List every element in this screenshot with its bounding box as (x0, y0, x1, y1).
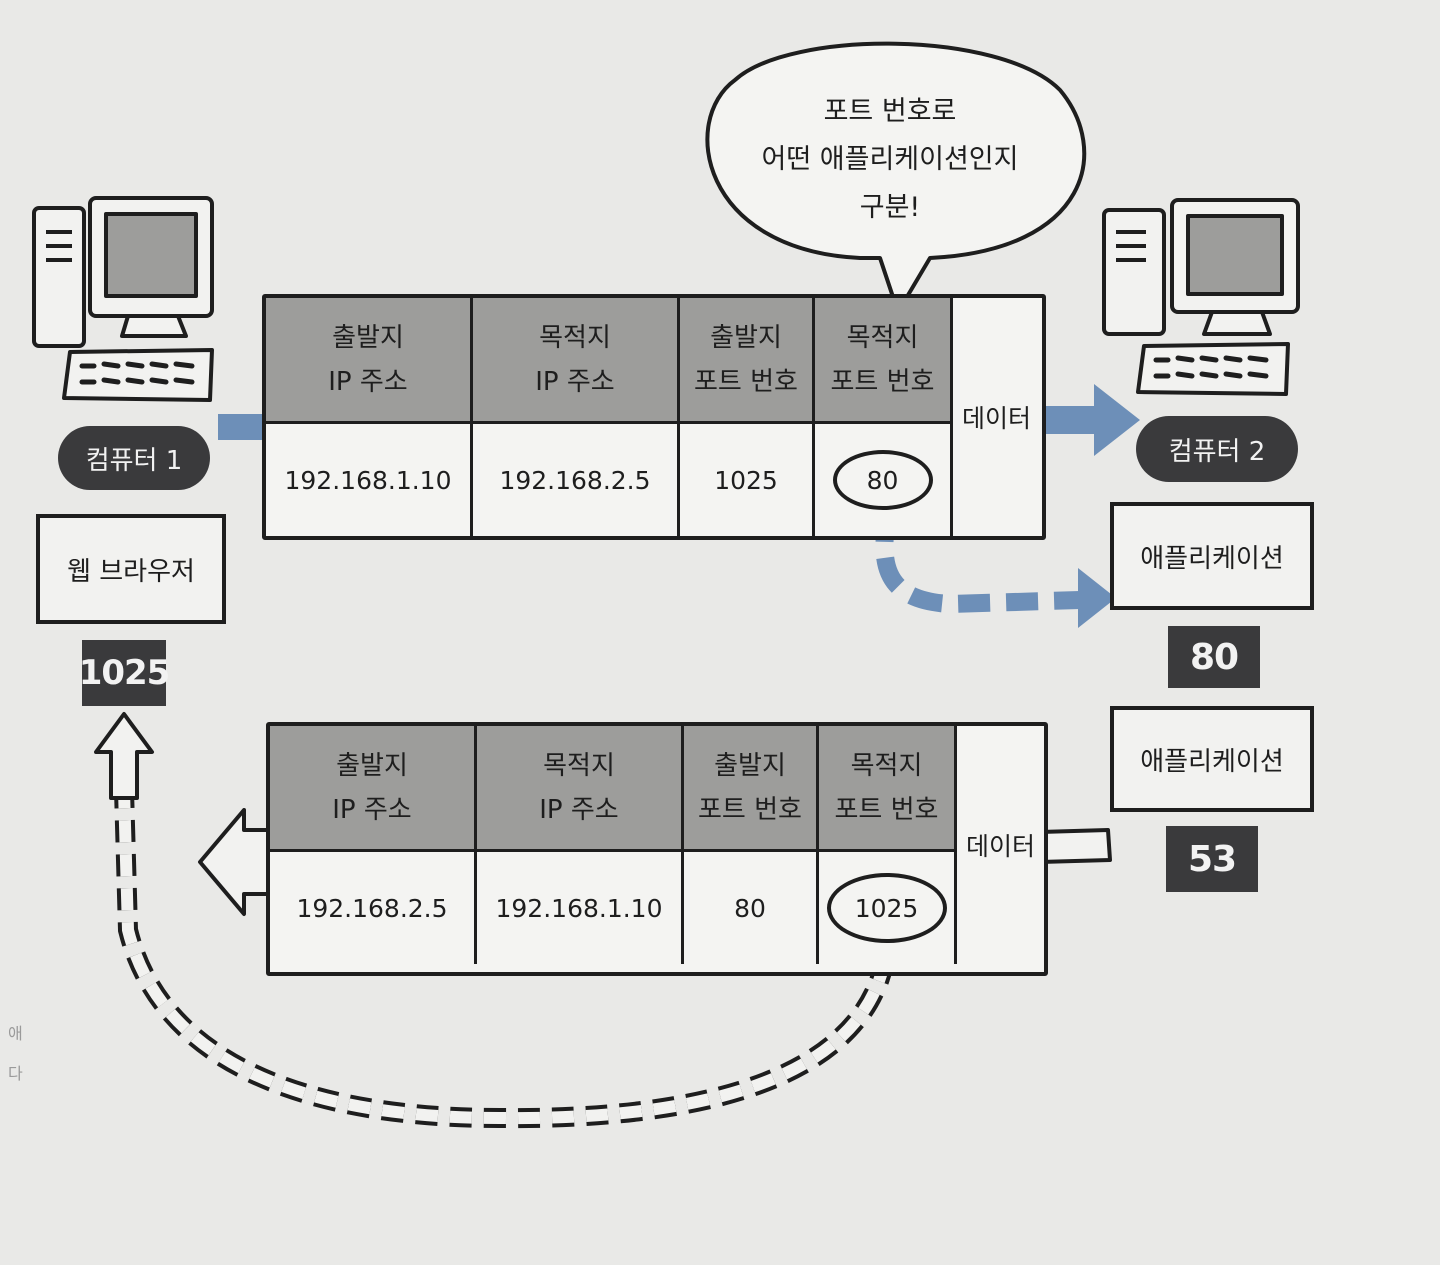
value-dst-port: 80 (866, 465, 899, 495)
value-dst-port-cell: 1025 (819, 852, 957, 964)
highlight-ring: 1025 (826, 873, 947, 943)
web-browser-box: 웹 브라우저 (36, 514, 226, 624)
computer-2-label: 컴퓨터 2 (1136, 416, 1298, 482)
port-badge-80: 80 (1168, 626, 1260, 688)
response-flow-arrow (198, 808, 1112, 916)
computer-1-icon (32, 196, 214, 402)
computer-1-label: 컴퓨터 1 (58, 426, 210, 490)
application-53-box: 애플리케이션 (1110, 706, 1314, 812)
margin-text-1: 애 (8, 1024, 23, 1043)
value-dst-ip: 192.168.1.10 (477, 852, 684, 964)
bubble-line-1: 포트 번호로 (823, 96, 957, 127)
value-dst-port: 1025 (854, 893, 919, 923)
value-src-port: 80 (684, 852, 819, 964)
margin-text-2: 다 (8, 1064, 23, 1083)
value-src-ip: 192.168.1.10 (266, 424, 473, 536)
data-cell: 데이터 (957, 726, 1044, 964)
speech-bubble (705, 41, 1087, 314)
value-dst-port-cell: 80 (815, 424, 953, 536)
value-src-ip: 192.168.2.5 (270, 852, 477, 964)
highlight-ring: 80 (832, 450, 933, 510)
computer-2-icon (1102, 198, 1300, 396)
value-src-port: 1025 (680, 424, 815, 536)
port-1025-return-arrow (94, 712, 895, 1129)
port-badge-1025: 1025 (79, 640, 170, 706)
data-cell: 데이터 (953, 298, 1040, 536)
bubble-line-3: 구분! (859, 192, 921, 223)
request-flow-arrow (218, 384, 1140, 456)
application-80-box: 애플리케이션 (1110, 502, 1314, 610)
port-badge-53: 53 (1166, 826, 1258, 892)
bubble-text: 포트 번호로 어떤 애플리케이션인지 구분! (720, 88, 1060, 232)
value-dst-ip: 192.168.2.5 (473, 424, 680, 536)
bubble-line-2: 어떤 애플리케이션인지 (761, 144, 1019, 175)
